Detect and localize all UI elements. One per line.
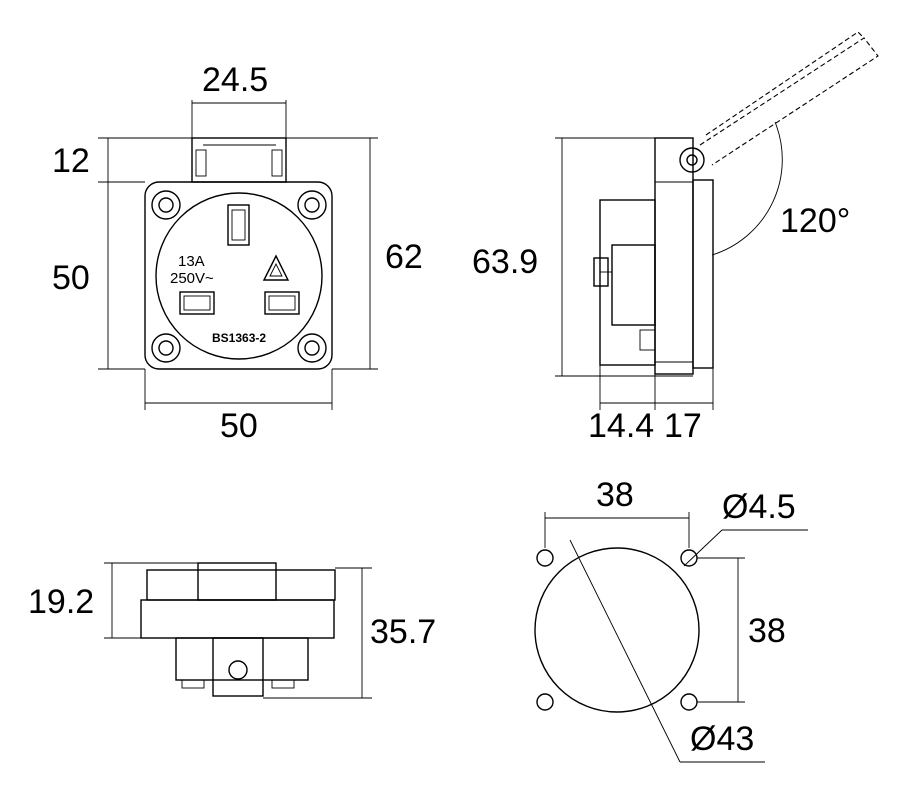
bottom-view: 19.2 35.7 <box>28 562 436 699</box>
dim-latch-width: 24.5 <box>202 61 268 99</box>
dim-plate-height: 50 <box>52 259 90 297</box>
mount-hole <box>536 693 554 711</box>
live-slot <box>264 291 300 315</box>
terminal-screw-icon <box>228 660 248 680</box>
neutral-slot <box>179 291 215 315</box>
front-view: 13A 250V~ BS1363-2 24.5 12 50 62 50 <box>52 61 423 445</box>
side-view: 120° 63.9 14.4 17 <box>472 31 879 445</box>
hinge-icon <box>679 147 705 173</box>
dim-side-height: 63.9 <box>472 243 538 281</box>
mount-hole <box>536 549 554 567</box>
dim-overall-depth: 35.7 <box>370 613 436 651</box>
earth-slot <box>227 204 250 246</box>
screw-holes <box>151 190 327 363</box>
rating-voltage: 250V~ <box>170 270 214 287</box>
bottom-lid-edge <box>146 569 336 601</box>
dim-plate-width: 50 <box>220 407 258 445</box>
rating-current: 13A <box>178 253 205 270</box>
bottom-flange <box>140 599 335 639</box>
cutout-view: 38 Ø4.5 38 Ø43 <box>534 476 808 763</box>
mount-hole <box>680 693 698 711</box>
main-cutout <box>534 547 700 713</box>
bottom-body <box>175 637 309 681</box>
socket-face <box>155 192 323 360</box>
kitemark-icon <box>262 254 290 281</box>
standard-label: BS1363-2 <box>212 331 266 345</box>
dim-flange-height: 19.2 <box>28 583 94 621</box>
dim-hole-spacing-y: 38 <box>748 612 786 650</box>
dim-front-depth: 17 <box>664 407 702 445</box>
dim-lid-angle: 120° <box>780 202 850 240</box>
dim-hole-diameter: Ø4.5 <box>722 488 796 526</box>
side-flange <box>654 137 694 375</box>
dim-overall-height: 62 <box>385 238 423 276</box>
angle-arc <box>711 121 783 256</box>
dim-rear-depth: 14.4 <box>588 407 654 445</box>
bottom-terminal <box>212 637 264 697</box>
dim-hole-spacing-x: 38 <box>596 476 634 514</box>
open-lid-outline <box>699 31 879 166</box>
dim-latch-height: 12 <box>52 142 90 180</box>
front-plate <box>144 181 333 370</box>
dim-cutout-diameter: Ø43 <box>690 720 754 758</box>
side-lid <box>692 179 714 369</box>
mount-hole <box>680 549 698 567</box>
